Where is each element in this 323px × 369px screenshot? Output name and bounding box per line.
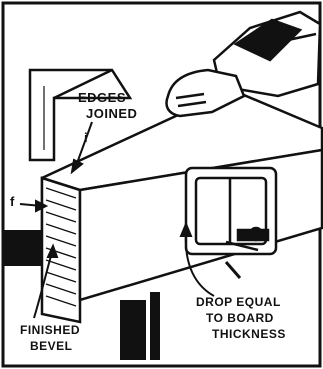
edges-joined-label-line1: EDGES (78, 90, 126, 105)
finished-bevel-label-line1: FINISHED (20, 323, 80, 337)
drop-label-line3: THICKNESS (212, 327, 286, 341)
i-mark-label: i (84, 130, 88, 145)
finished-bevel-label-line2: BEVEL (30, 339, 73, 353)
floor-shadow (3, 230, 43, 266)
bench-legs (120, 292, 160, 360)
drop-label-line2: TO BOARD (206, 311, 274, 325)
edges-joined-label-line2: JOINED (86, 106, 137, 121)
drop-label-line1: DROP EQUAL (196, 295, 281, 309)
f-mark-label: f (10, 194, 15, 209)
